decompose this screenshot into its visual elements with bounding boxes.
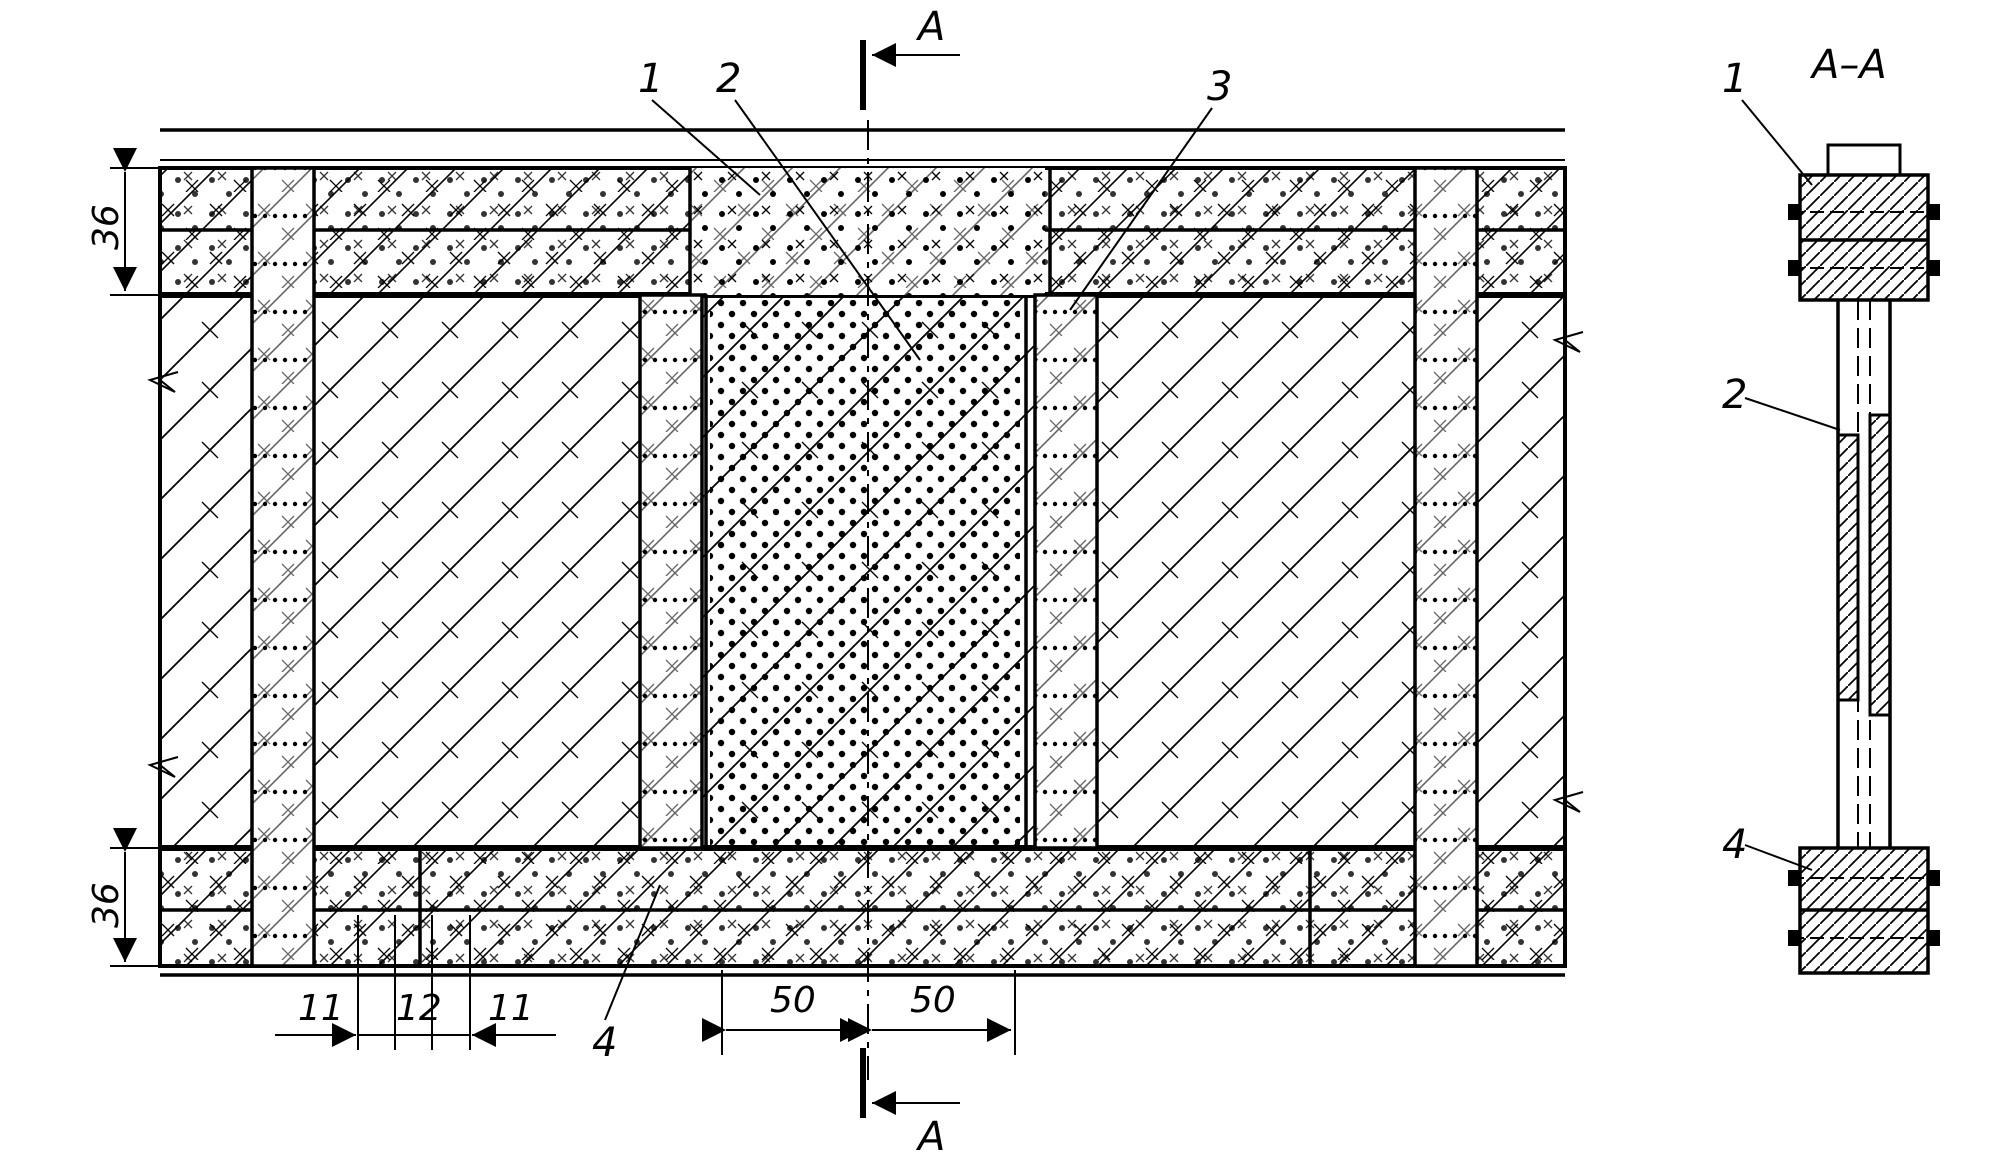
dim-11-right: 11 [488, 988, 534, 1029]
dimension-top-height: 36 [86, 148, 160, 296]
callout-2: 2 [716, 56, 741, 102]
section-cut-top: A [860, 4, 960, 110]
dim-12: 12 [396, 988, 442, 1029]
section-callout-2: 2 [1722, 372, 1747, 418]
section-mark-bottom: A [915, 1114, 945, 1158]
section-mark-top: A [915, 4, 945, 50]
section-callout-4: 4 [1722, 822, 1747, 868]
callout-1: 1 [638, 56, 663, 102]
dimension-bottom-left: 11 12 11 [275, 915, 556, 1050]
plan-callouts: 1 2 3 4 [592, 56, 1232, 1066]
dim-top-36: 36 [86, 204, 127, 250]
plan-view [147, 120, 1584, 1080]
dim-bottom-36: 36 [86, 882, 127, 928]
section-callout-1: 1 [1722, 56, 1747, 102]
dimension-bottom-center: 50 50 [702, 970, 1016, 1055]
callout-4: 4 [592, 1020, 617, 1066]
dim-50-right: 50 [910, 980, 956, 1021]
section-cut-bottom: A [860, 1048, 960, 1158]
section-view: A–A 1 2 4 [1722, 42, 1940, 975]
stiffener-strips [250, 166, 1479, 968]
section-title: A–A [1809, 42, 1887, 88]
dim-50-left: 50 [770, 980, 816, 1021]
callout-3: 3 [1207, 64, 1232, 110]
dimension-bottom-height: 36 [86, 828, 160, 967]
dim-11-left: 11 [298, 988, 344, 1029]
